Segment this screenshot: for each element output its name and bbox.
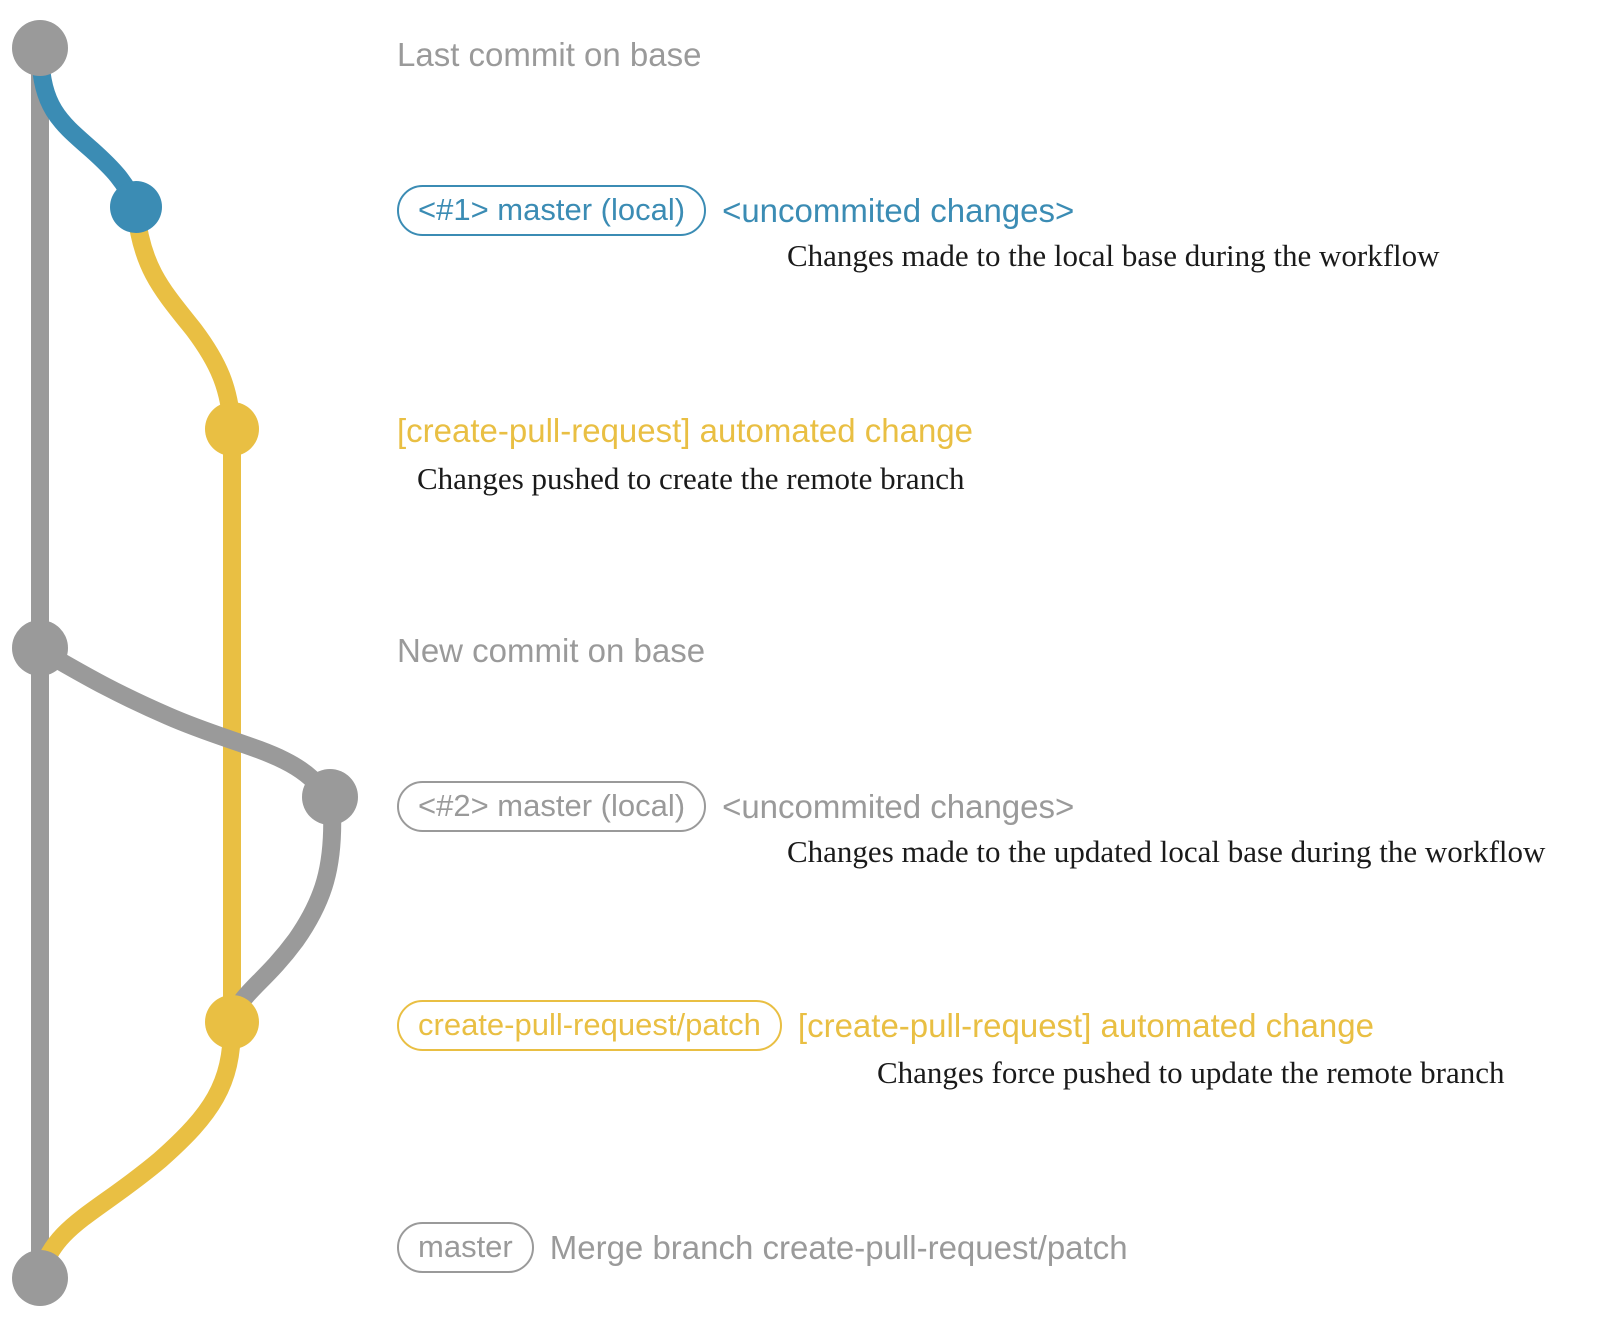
edge-base-to-local-1 xyxy=(31,45,145,216)
badge-master-local-1[interactable]: <#1> master (local) xyxy=(397,185,707,236)
caption-uncommited-changes-2: <uncommited changes> xyxy=(722,788,1075,825)
caption-automated-change-2: [create-pull-request] automated change xyxy=(797,1007,1374,1044)
badge-create-pull-request-patch[interactable]: create-pull-request/patch xyxy=(397,1000,782,1051)
commit-node-base-end xyxy=(12,1250,68,1306)
edge-local-1-to-patch-1 xyxy=(127,203,241,438)
label-last-commit-on-base: Last commit on base xyxy=(397,36,702,73)
row-local-commit-2: <#2> master (local) <uncommited changes> xyxy=(397,781,1074,832)
badge-master[interactable]: master xyxy=(397,1222,534,1273)
row-local-commit-1: <#1> master (local) <uncommited changes> xyxy=(397,185,1074,236)
commit-node-local-2 xyxy=(302,769,358,825)
description-patch-branch: Changes force pushed to update the remot… xyxy=(877,1055,1505,1090)
caption-uncommited-changes-1: <uncommited changes> xyxy=(722,192,1075,229)
description-local-commit-1: Changes made to the local base during th… xyxy=(787,238,1440,273)
edge-patch-2-to-base-end xyxy=(31,1017,241,1287)
description-local-commit-2: Changes made to the updated local base d… xyxy=(787,834,1546,869)
commit-node-base-top xyxy=(12,20,68,76)
badge-master-local-2[interactable]: <#2> master (local) xyxy=(397,781,707,832)
commit-graph xyxy=(12,20,358,1306)
edge-local-2-to-patch-2 xyxy=(223,801,342,1031)
commit-node-local-1 xyxy=(110,181,162,233)
label-new-commit-on-base: New commit on base xyxy=(397,632,706,669)
caption-merge-branch: Merge branch create-pull-request/patch xyxy=(549,1229,1128,1266)
row-merge-commit: master Merge branch create-pull-request/… xyxy=(397,1222,1128,1273)
label-automated-change-1: [create-pull-request] automated change xyxy=(397,412,974,449)
description-automated-change-1: Changes pushed to create the remote bran… xyxy=(417,461,965,496)
commit-node-base-mid xyxy=(12,620,68,676)
edge-base-mid-to-local-2 xyxy=(35,643,331,799)
commit-node-patch-2 xyxy=(205,995,259,1049)
row-patch-branch: create-pull-request/patch [create-pull-r… xyxy=(397,1000,1374,1051)
commit-node-patch-1 xyxy=(205,402,259,456)
